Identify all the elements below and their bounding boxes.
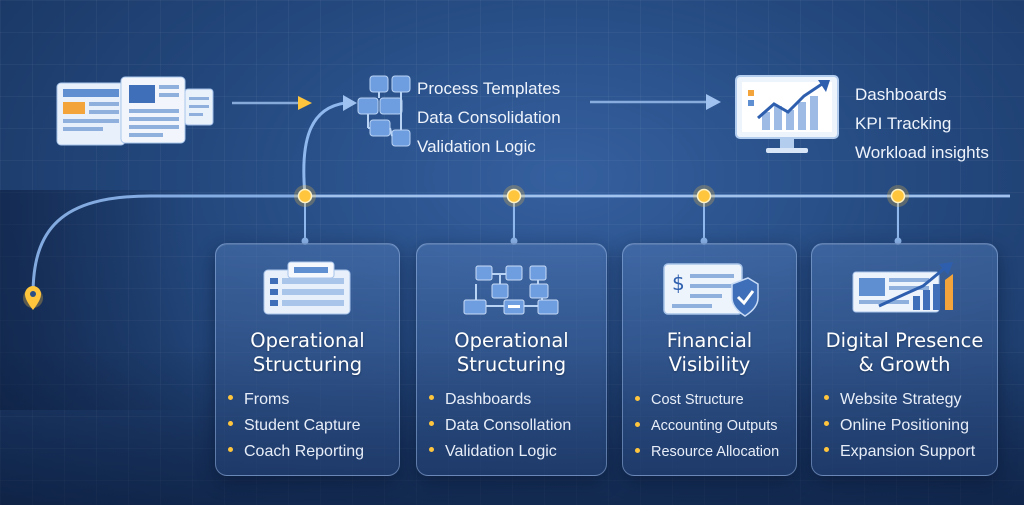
card-operational-structuring-1: Operational Structuring Froms Student Ca… [215,243,400,476]
card-title-line: Operational [222,329,393,353]
card-title-line: Visibility [629,353,790,377]
forms-icon [216,260,399,316]
arrow-docs-head-icon [298,96,312,110]
card-list: Froms Student Capture Coach Reporting [228,387,395,465]
process-list-item: Data Consolidation [417,103,561,132]
flowchart-icon [417,260,606,316]
curve-node1-to-process [304,103,345,195]
output-list: Dashboards KPI Tracking Workload insight… [855,80,989,167]
card-title-line: & Growth [818,353,991,377]
growth-chart-icon [812,260,997,316]
card-title-line: Operational [423,329,600,353]
timeline-node-4 [887,185,909,207]
card-financial-visibility: $ Financial Visibility Cost Structure Ac… [622,243,797,476]
list-item: Cost Structure [635,387,792,413]
timeline-node-2 [503,185,525,207]
card-digital-presence-growth: Digital Presence & Growth Website Strate… [811,243,998,476]
output-list-item: Workload insights [855,138,989,167]
list-item: Online Positioning [824,413,993,439]
card-title-line: Digital Presence [818,329,991,353]
curve-process-head-icon [343,95,357,111]
list-item: Dashboards [429,387,602,413]
list-item: Accounting Outputs [635,413,792,439]
analytics-monitor-icon [734,74,840,158]
card-title-line: Structuring [222,353,393,377]
timeline-node-1 [294,185,316,207]
card-list: Website Strategy Online Positioning Expa… [824,387,993,465]
output-list-item: Dashboards [855,80,989,109]
list-item: Coach Reporting [228,439,395,465]
card-title: Financial Visibility [629,329,790,377]
list-item: Expansion Support [824,439,993,465]
process-list: Process Templates Data Consolidation Val… [417,74,561,161]
card-title-line: Financial [629,329,790,353]
list-item: Data Consollation [429,413,602,439]
process-list-item: Process Templates [417,74,561,103]
list-item: Resource Allocation [635,439,792,465]
output-list-item: KPI Tracking [855,109,989,138]
card-title: Operational Structuring [423,329,600,377]
location-pin-icon [23,286,43,310]
card-title: Operational Structuring [222,329,393,377]
card-list: Dashboards Data Consollation Validation … [429,387,602,465]
forms-documents-icon [55,75,220,150]
process-list-item: Validation Logic [417,132,561,161]
card-operational-structuring-2: Operational Structuring Dashboards Data … [416,243,607,476]
card-list: Cost Structure Accounting Outputs Resour… [635,387,792,465]
card-title-line: Structuring [423,353,600,377]
svg-text:$: $ [672,271,685,295]
list-item: Froms [228,387,395,413]
list-item: Student Capture [228,413,395,439]
arrow-output-head-icon [706,94,721,110]
list-item: Validation Logic [429,439,602,465]
timeline-node-3 [693,185,715,207]
workflow-icon [356,74,414,154]
card-title: Digital Presence & Growth [818,329,991,377]
list-item: Website Strategy [824,387,993,413]
invoice-shield-icon: $ [623,260,796,316]
